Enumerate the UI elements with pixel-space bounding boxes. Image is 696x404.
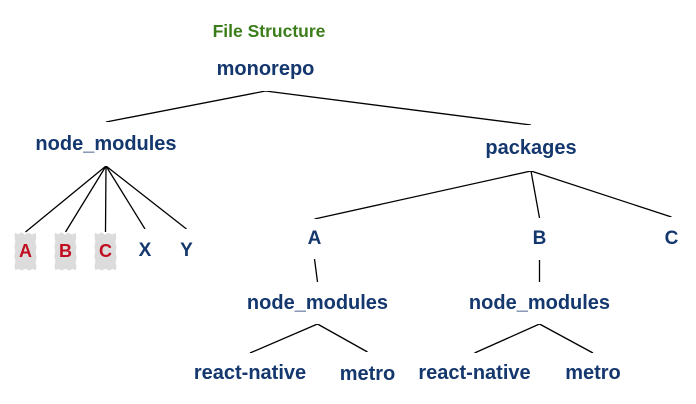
node-dep-c-duplicated: C [94,232,117,271]
node-node-modules-a: node_modules [237,282,398,324]
node-package-b: B [525,218,554,260]
node-metro-a: metro [331,352,404,396]
node-dep-y: Y [173,229,200,272]
node-dep-b-duplicated: B [54,232,77,271]
node-dep-a-duplicated: A [14,232,37,271]
node-metro-b: metro [557,353,629,394]
node-node-modules-b: node_modules [463,282,616,324]
diagram-title: File Structure [212,20,326,41]
node-package-c: C [657,217,686,261]
node-node-modules-root: node_modules [24,122,188,166]
node-monorepo: monorepo [208,48,323,91]
node-react-native-b: react-native [410,353,539,394]
node-packages: packages [473,125,589,171]
node-react-native-a: react-native [187,353,313,394]
node-package-a: A [300,219,329,259]
node-dep-x: X [132,229,158,272]
